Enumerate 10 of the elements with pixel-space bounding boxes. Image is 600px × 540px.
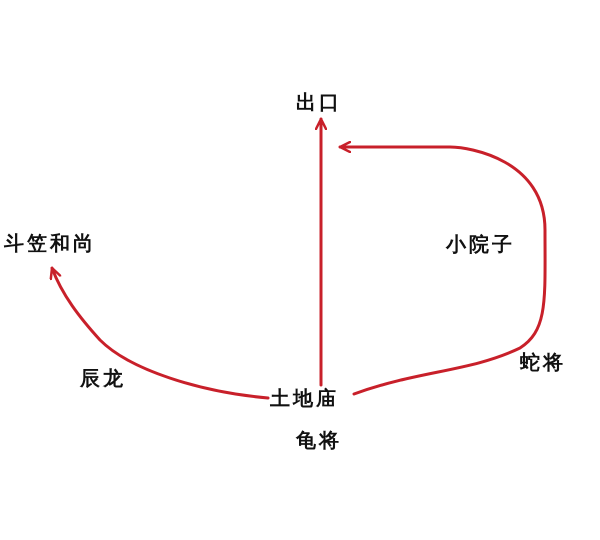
edge-label: 蛇将 (520, 350, 566, 374)
arrow (338, 140, 547, 396)
arrow (50, 266, 270, 400)
place-label: 斗笠和尚 (4, 231, 96, 255)
place-label: 土地庙 (270, 386, 339, 410)
edge-label: 辰龙 (80, 366, 126, 390)
arrow (314, 118, 328, 386)
boss-label: 龟将 (296, 428, 342, 452)
place-label: 小院子 (446, 232, 515, 256)
place-label: 出口 (296, 90, 342, 114)
